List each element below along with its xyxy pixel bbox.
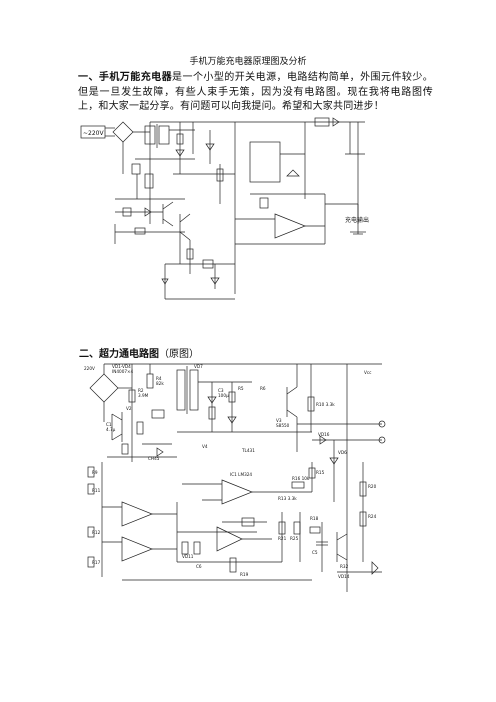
label-vd1: VD1-VD4 [112, 364, 131, 369]
label-r25: R25 [290, 536, 299, 541]
label-r5: R5 [238, 386, 244, 391]
label-r4: R4 [156, 376, 162, 381]
section2-heading: 二、超力通电路图（原图） [79, 349, 199, 361]
component-labels: 220V VD1-VD4 IN4007×4 VD7 R4 82k R2 3.9M… [84, 364, 377, 579]
label-r12: R12 [92, 530, 101, 535]
section1-text: 是一个小型的开关电源，电路结构简单，外围元件较少。但是一旦发生故障，有些人束手无… [78, 72, 434, 112]
label-v3: V3 [276, 418, 282, 423]
ac-input-label: ~220V [83, 130, 104, 137]
label-c3: C3 [218, 388, 224, 393]
label-ch45: CH45 [148, 456, 160, 461]
label-r19: R19 [240, 572, 249, 577]
label-r2-value: 3.9M [138, 393, 149, 398]
label-c1: C1 [106, 422, 112, 427]
label-v2: V2 [126, 406, 132, 411]
label-c6: C6 [196, 564, 202, 569]
label-v4: V4 [202, 444, 208, 449]
label-r11: R11 [92, 488, 101, 493]
label-vcc: Vcc [364, 370, 372, 375]
section2-title: 二、超力通电路图 [79, 349, 159, 360]
label-c1-value: 4.7μ [106, 427, 116, 432]
label-c5: C5 [312, 550, 318, 555]
label-vd11: VD11 [182, 554, 194, 559]
label-r6: R6 [260, 386, 266, 391]
label-r16: R16 10k [292, 476, 310, 481]
label-ac-in: 220V [84, 366, 95, 371]
label-r15: R15 [316, 470, 325, 475]
label-vd14: VD14 [338, 574, 350, 579]
charger-schematic-figure-1: ~220V 充电输出 [80, 117, 369, 300]
label-r4-value: 82k [156, 381, 164, 386]
label-r24: R24 [368, 514, 377, 519]
label-r17: R17 [92, 560, 101, 565]
label-ic1: IC1 LM324 [230, 472, 252, 477]
label-r13: R13 3.3k [278, 496, 297, 501]
document-title: 手机万能充电器原理图及分析 [189, 57, 307, 67]
chaolitong-schematic-figure-2: 220V VD1-VD4 IN4007×4 VD7 R4 82k R2 3.9M… [84, 363, 386, 592]
label-r10: R10 3.3k [316, 402, 335, 407]
label-r32: R32 [340, 564, 349, 569]
label-r18: R18 [310, 516, 319, 521]
label-r21: R21 [278, 536, 287, 541]
label-c3-value: 100μ [218, 393, 229, 398]
label-r2: R2 [138, 388, 144, 393]
label-vd16: VD16 [318, 432, 330, 437]
label-r9: R9 [92, 470, 98, 475]
section1-paragraph: 一、手机万能充电器是一个小型的开关电源，电路结构简单，外围元件较少。但是一旦发生… [78, 71, 433, 115]
label-tl431: TL431 [241, 448, 255, 453]
label-r20: R20 [368, 484, 377, 489]
charge-output-label: 充电输出 [345, 216, 369, 224]
label-s8550: S8550 [276, 423, 290, 428]
section2-note: （原图） [159, 349, 199, 360]
label-vd6: VD6 [338, 450, 347, 455]
section1-heading: 一、手机万能充电器 [78, 72, 173, 83]
label-vd7: VD7 [194, 364, 203, 369]
label-in4007: IN4007×4 [112, 369, 134, 374]
